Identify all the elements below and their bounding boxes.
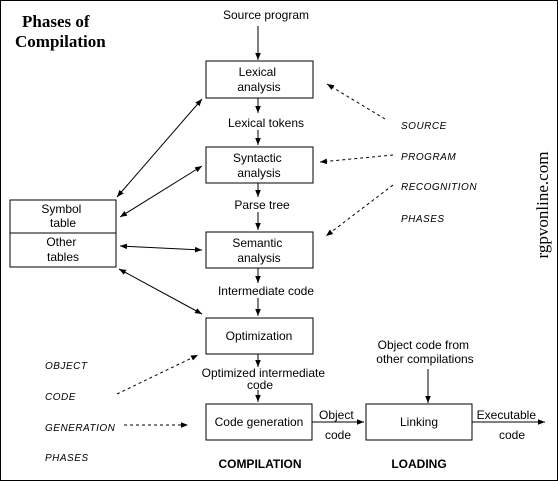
object-generation-phases-label: OBJECT CODE GENERATION PHASES (45, 361, 116, 464)
svg-text:Linking: Linking (400, 415, 438, 429)
dashed-arrow-to-syntactic (319, 154, 394, 165)
watermark-text: rgpvonline.com (533, 152, 552, 259)
linking-box: Linking (365, 403, 473, 441)
svg-text:CODE: CODE (45, 392, 76, 403)
object-from-other-compilations-label: Object code from other compilations (376, 338, 473, 366)
optimization-box: Optimization (205, 317, 314, 355)
code-generation-box: Code generation (205, 403, 313, 441)
other-tables-label: Other tables (46, 235, 79, 264)
arrow-table-lexical (116, 98, 203, 198)
syntactic-analysis-box: Syntactic analysis (205, 146, 314, 184)
source-recognition-phases-label: SOURCE PROGRAM RECOGNITION PHASES (401, 121, 477, 225)
svg-text:Lexical analysis: Lexical analysis (237, 65, 280, 94)
svg-text:GENERATION: GENERATION (45, 423, 116, 434)
intermediate-code-label: Intermediate code (218, 284, 314, 298)
parse-tree-label: Parse tree (234, 198, 290, 212)
svg-text:Semantic analysis: Semantic analysis (232, 236, 285, 265)
svg-text:PHASES: PHASES (45, 453, 89, 464)
dashed-arrow-to-optimization (116, 354, 199, 395)
svg-text:Symbol table: Symbol table (41, 202, 84, 230)
arrow-table-semantic (119, 243, 203, 253)
lexical-tokens-label: Lexical tokens (228, 116, 304, 130)
diagram-title: Phases of Compilation (15, 12, 106, 51)
symbol-table-box: Symbol table Other tables (9, 199, 117, 268)
executable-code-label: Executable code (477, 408, 540, 442)
svg-text:OBJECT: OBJECT (45, 361, 88, 372)
svg-text:SOURCE: SOURCE (401, 121, 447, 132)
loading-section-label: LOADING (391, 457, 446, 471)
arrow-table-syntactic (119, 165, 203, 218)
svg-text:PHASES: PHASES (401, 214, 445, 225)
source-program-label: Source program (223, 8, 309, 22)
svg-text:RECOGNITION: RECOGNITION (401, 182, 477, 193)
lexical-analysis-box: Lexical analysis (205, 60, 314, 99)
svg-text:Code generation: Code generation (215, 415, 304, 429)
semantic-analysis-box: Semantic analysis (205, 231, 314, 269)
svg-text:Syntactic analysis: Syntactic analysis (233, 151, 285, 180)
optimized-intermediate-label: Optimized intermediate code (202, 366, 329, 392)
svg-text:Optimization: Optimization (226, 329, 293, 343)
dashed-arrow-to-lexical (326, 83, 386, 120)
dashed-arrow-to-semantic (325, 184, 394, 237)
compilation-section-label: COMPILATION (218, 457, 301, 471)
svg-text:PROGRAM: PROGRAM (401, 152, 456, 163)
arrow-table-optimization (118, 268, 203, 315)
object-code-label: Object code (319, 408, 357, 442)
